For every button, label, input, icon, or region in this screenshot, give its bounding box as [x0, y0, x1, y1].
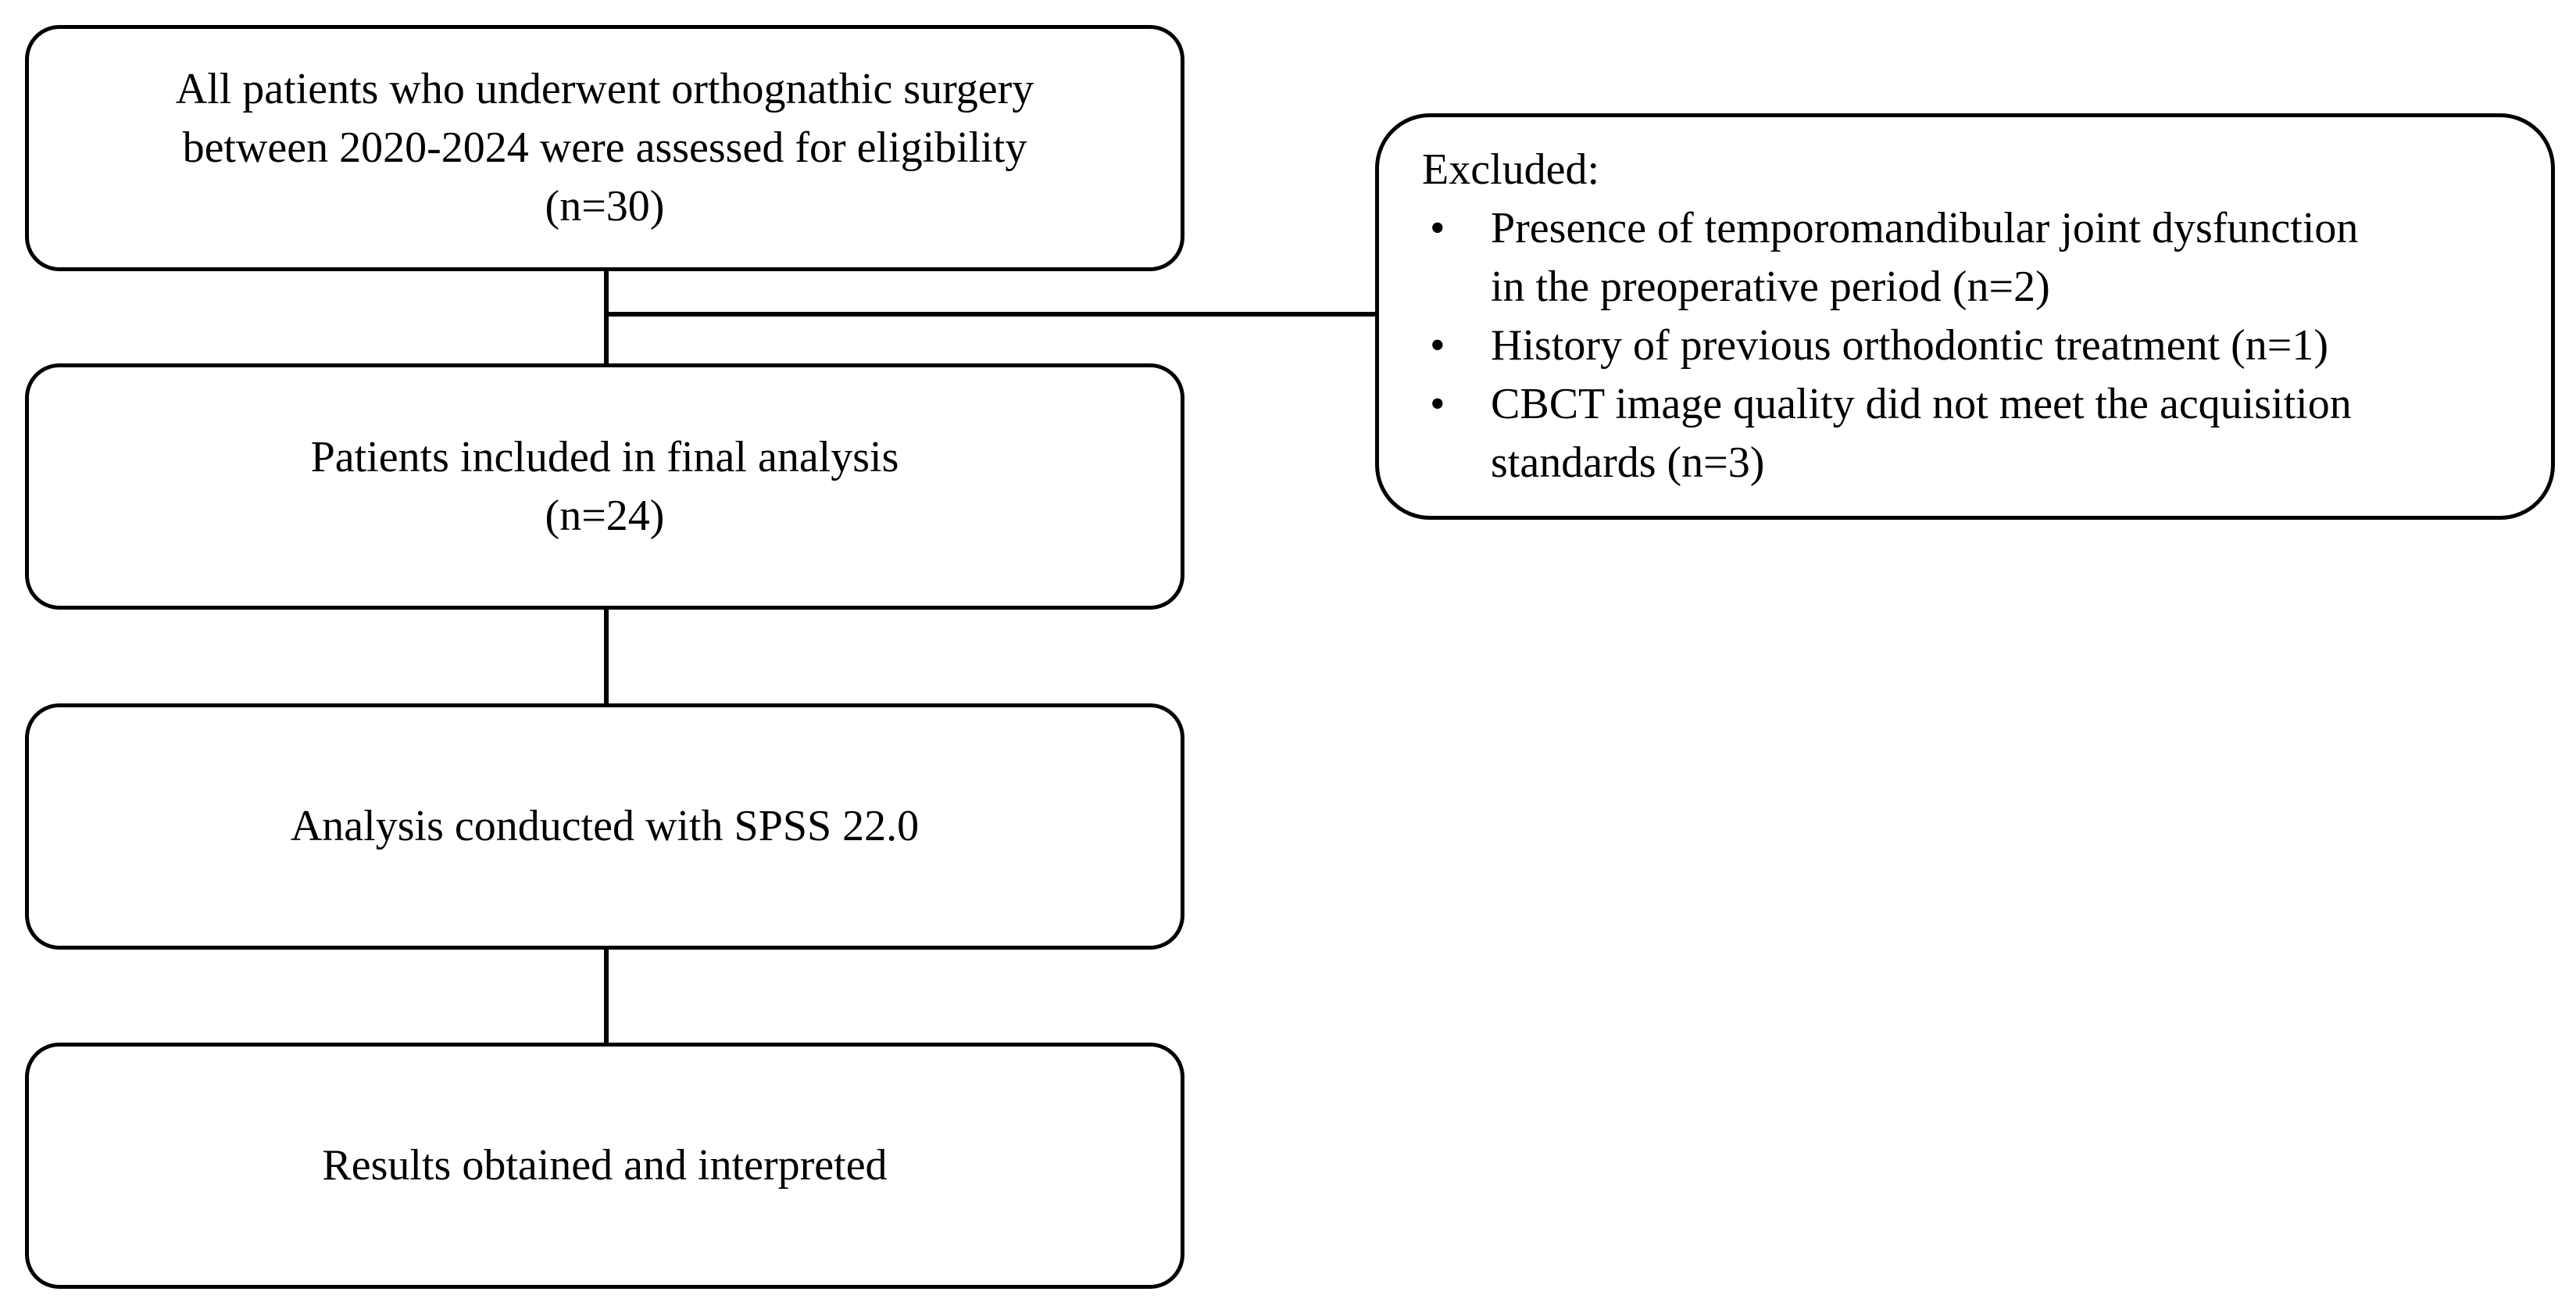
box-text-line: (n=24): [545, 491, 665, 540]
excluded-item: • CBCT image quality did not meet the ac…: [1422, 375, 2358, 492]
connector-included-to-analysis: [604, 610, 609, 703]
connector-assessed-to-included: [604, 271, 609, 363]
box-text-line: Analysis conducted with SPSS 22.0: [290, 802, 920, 850]
excluded-item-text: in the preoperative period (n=2): [1491, 263, 2050, 311]
excluded-item-text: Presence of temporomandibular joint dysf…: [1491, 204, 2359, 252]
bullet-icon: •: [1430, 321, 1445, 370]
excluded-item: • History of previous orthodontic treatm…: [1422, 317, 2358, 375]
box-assessed-for-eligibility: All patients who underwent orthognathic …: [25, 25, 1184, 271]
box-results: Results obtained and interpreted: [25, 1043, 1184, 1289]
bullet-icon: •: [1430, 204, 1445, 252]
box-text-line: (n=30): [545, 182, 665, 231]
box-excluded: Excluded: • Presence of temporomandibula…: [1375, 113, 2555, 520]
excluded-item-text: History of previous orthodontic treatmen…: [1491, 321, 2329, 370]
excluded-item-text: standards (n=3): [1491, 438, 1765, 487]
excluded-list: • Presence of temporomandibular joint dy…: [1422, 199, 2358, 492]
connector-analysis-to-results: [604, 950, 609, 1043]
box-included-in-analysis: Patients included in final analysis (n=2…: [25, 363, 1184, 610]
excluded-heading: Excluded:: [1422, 145, 1600, 194]
box-text-line: All patients who underwent orthognathic …: [175, 65, 1034, 113]
box-analysis: Analysis conducted with SPSS 22.0: [25, 703, 1184, 950]
box-text-line: Results obtained and interpreted: [322, 1141, 888, 1190]
excluded-item: • Presence of temporomandibular joint dy…: [1422, 199, 2358, 317]
excluded-item-text: CBCT image quality did not meet the acqu…: [1491, 380, 2352, 428]
box-text-line: Patients included in final analysis: [310, 432, 899, 481]
connector-to-excluded: [606, 312, 1375, 317]
bullet-icon: •: [1430, 380, 1445, 428]
box-text-line: between 2020-2024 were assessed for elig…: [182, 123, 1027, 172]
